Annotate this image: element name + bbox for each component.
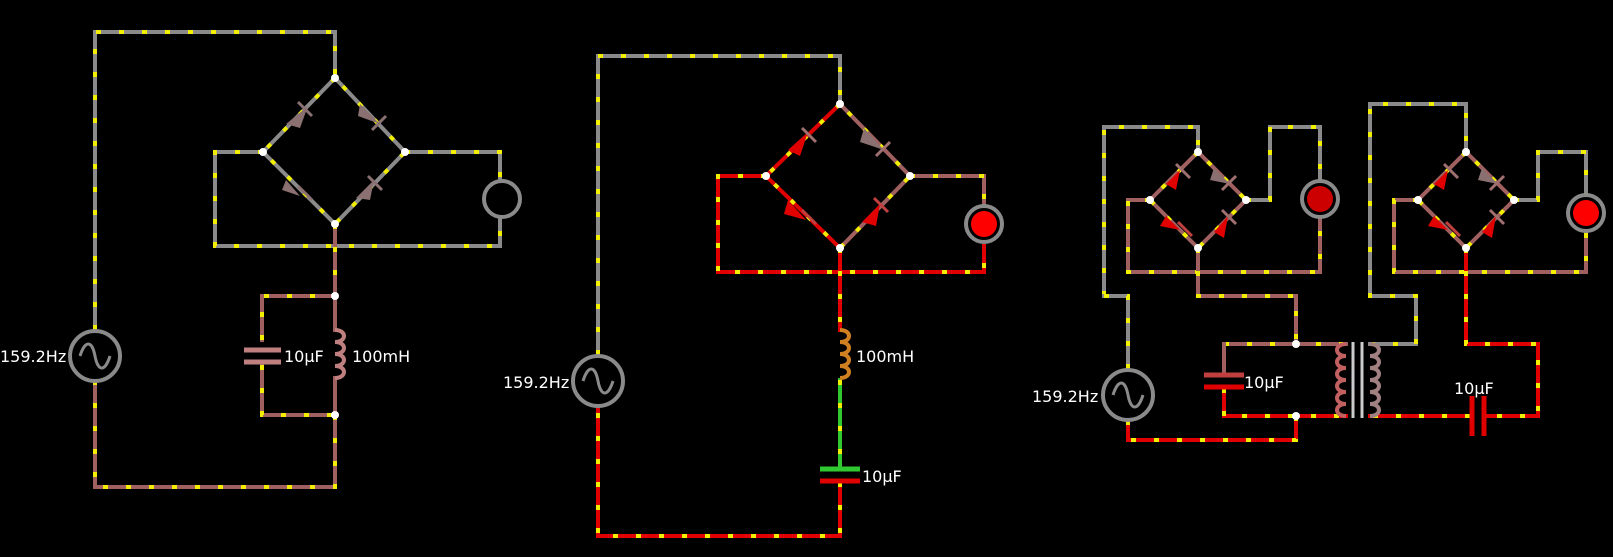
- diode-icon: [862, 204, 880, 226]
- diode-icon: [1434, 170, 1448, 190]
- circuit-3-capacitor-primary-label: 10µF: [1244, 373, 1284, 392]
- circuit-1-source-label: 159.2Hz: [0, 347, 66, 366]
- diode-icon: [1482, 216, 1496, 238]
- circuit-2-inductor-icon[interactable]: [839, 328, 851, 380]
- circuit-2-capacitor-icon[interactable]: [820, 466, 860, 484]
- circuit-1-capacitor-label: 10µF: [284, 347, 324, 366]
- circuit-3-transformer-icon[interactable]: [1335, 342, 1381, 418]
- circuit-1-wires[interactable]: [93, 30, 502, 489]
- circuit-2-wires[interactable]: [596, 54, 986, 538]
- circuit-3-ac-source-icon[interactable]: [1101, 368, 1155, 422]
- circuit-2-inductor-label: 100mH: [856, 347, 914, 366]
- diode-icon: [1428, 216, 1448, 230]
- circuit-2-capacitor-label: 10µF: [862, 467, 902, 486]
- circuit-1-diodes[interactable]: [282, 100, 388, 202]
- circuit-2-source-label: 159.2Hz: [503, 373, 569, 392]
- circuit-1-inductor-label: 100mH: [352, 347, 410, 366]
- circuit-3-capacitor-secondary-label: 10µF: [1454, 379, 1494, 398]
- circuit-3-wires[interactable]: [1102, 102, 1588, 442]
- diode-icon: [358, 104, 380, 124]
- diode-icon: [1166, 170, 1180, 190]
- circuit-3-nodes: [1146, 148, 1518, 420]
- circuit-2-diodes[interactable]: [784, 126, 892, 226]
- circuit-1-ac-source-icon[interactable]: [68, 329, 122, 383]
- diode-icon: [1214, 216, 1228, 238]
- circuit-3-capacitor-primary-icon[interactable]: [1204, 372, 1244, 390]
- diode-icon: [356, 180, 374, 200]
- circuit-2-lamp-icon[interactable]: [964, 204, 1004, 244]
- circuit-1: 159.2Hz 10µF 100mH: [0, 30, 522, 489]
- diode-icon: [1210, 168, 1230, 184]
- diode-icon: [282, 180, 300, 196]
- diode-icon: [788, 132, 808, 156]
- diode-icon: [860, 128, 884, 150]
- circuit-1-inductor-icon[interactable]: [334, 328, 346, 380]
- circuit-3-source-label: 159.2Hz: [1032, 387, 1098, 406]
- circuit-1-lamp-icon[interactable]: [482, 179, 522, 219]
- diode-icon: [286, 106, 308, 128]
- circuit-2-ac-source-icon[interactable]: [571, 354, 625, 408]
- diode-icon: [1160, 216, 1180, 230]
- diode-icon: [1478, 168, 1498, 184]
- circuit-3-lamp-left-icon[interactable]: [1300, 179, 1340, 219]
- circuit-2: 159.2Hz 100mH 10µF: [503, 54, 1004, 538]
- circuit-3-capacitor-secondary-icon[interactable]: [1469, 396, 1487, 436]
- diode-icon: [784, 200, 806, 220]
- circuit-1-nodes: [259, 74, 409, 419]
- circuit-2-nodes: [762, 100, 914, 252]
- circuit-1-capacitor-icon[interactable]: [244, 347, 281, 365]
- circuit-3: 159.2Hz 10µF 10µF: [1032, 102, 1606, 442]
- circuit-3-diodes[interactable]: [1160, 162, 1506, 238]
- circuit-3-lamp-right-icon[interactable]: [1566, 193, 1606, 233]
